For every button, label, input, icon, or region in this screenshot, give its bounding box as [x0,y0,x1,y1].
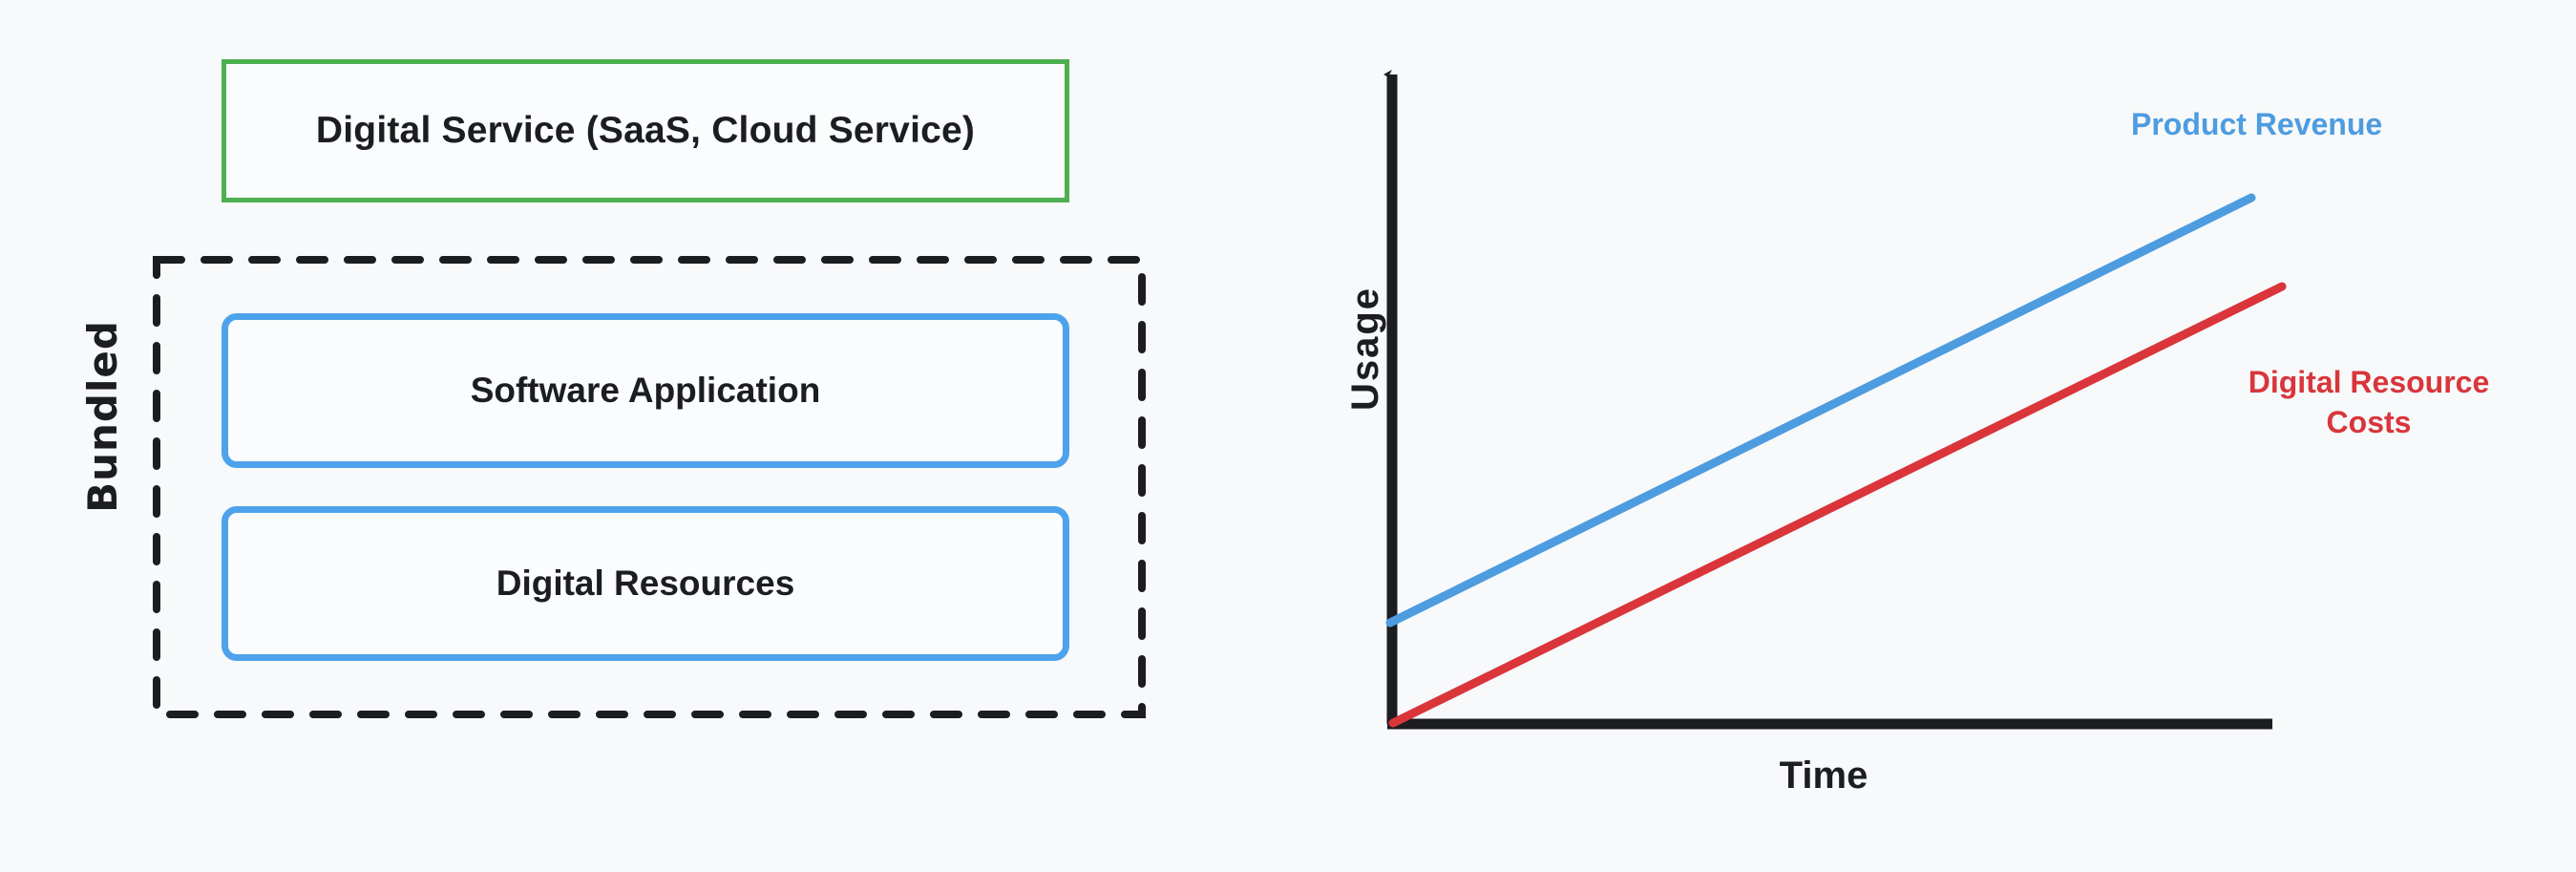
series-label-line-2: Costs [2326,404,2412,439]
usage-chart-panel: Usage Time Product Revenue Digital Resou… [1232,0,2576,872]
software-application-box: Software Application [222,313,1069,468]
y-axis-label: Usage [1343,286,1386,412]
digital-service-box: Digital Service (SaaS, Cloud Service) [222,59,1069,202]
series-line-digital-resource-costs [1388,282,2287,728]
digital-resources-label: Digital Resources [496,563,795,603]
software-application-label: Software Application [470,370,821,410]
x-axis-label: Time [1779,755,1869,797]
series-label-digital-resource-costs: Digital Resource Costs [2230,363,2507,442]
bundled-dashed-border [153,256,1146,718]
series-label-product-revenue: Product Revenue [2131,107,2383,141]
usage-chart-plot [1383,70,2287,730]
digital-resources-box: Digital Resources [222,506,1069,661]
bundled-group-label: Bundled [78,320,126,513]
bundled-group-container: Software Application Digital Resources [153,256,1146,718]
bundle-diagram-panel: Digital Service (SaaS, Cloud Service) So… [0,0,1232,872]
digital-service-label: Digital Service (SaaS, Cloud Service) [315,109,976,151]
series-line-product-revenue [1385,193,2256,627]
series-label-line-1: Digital Resource [2248,365,2490,399]
